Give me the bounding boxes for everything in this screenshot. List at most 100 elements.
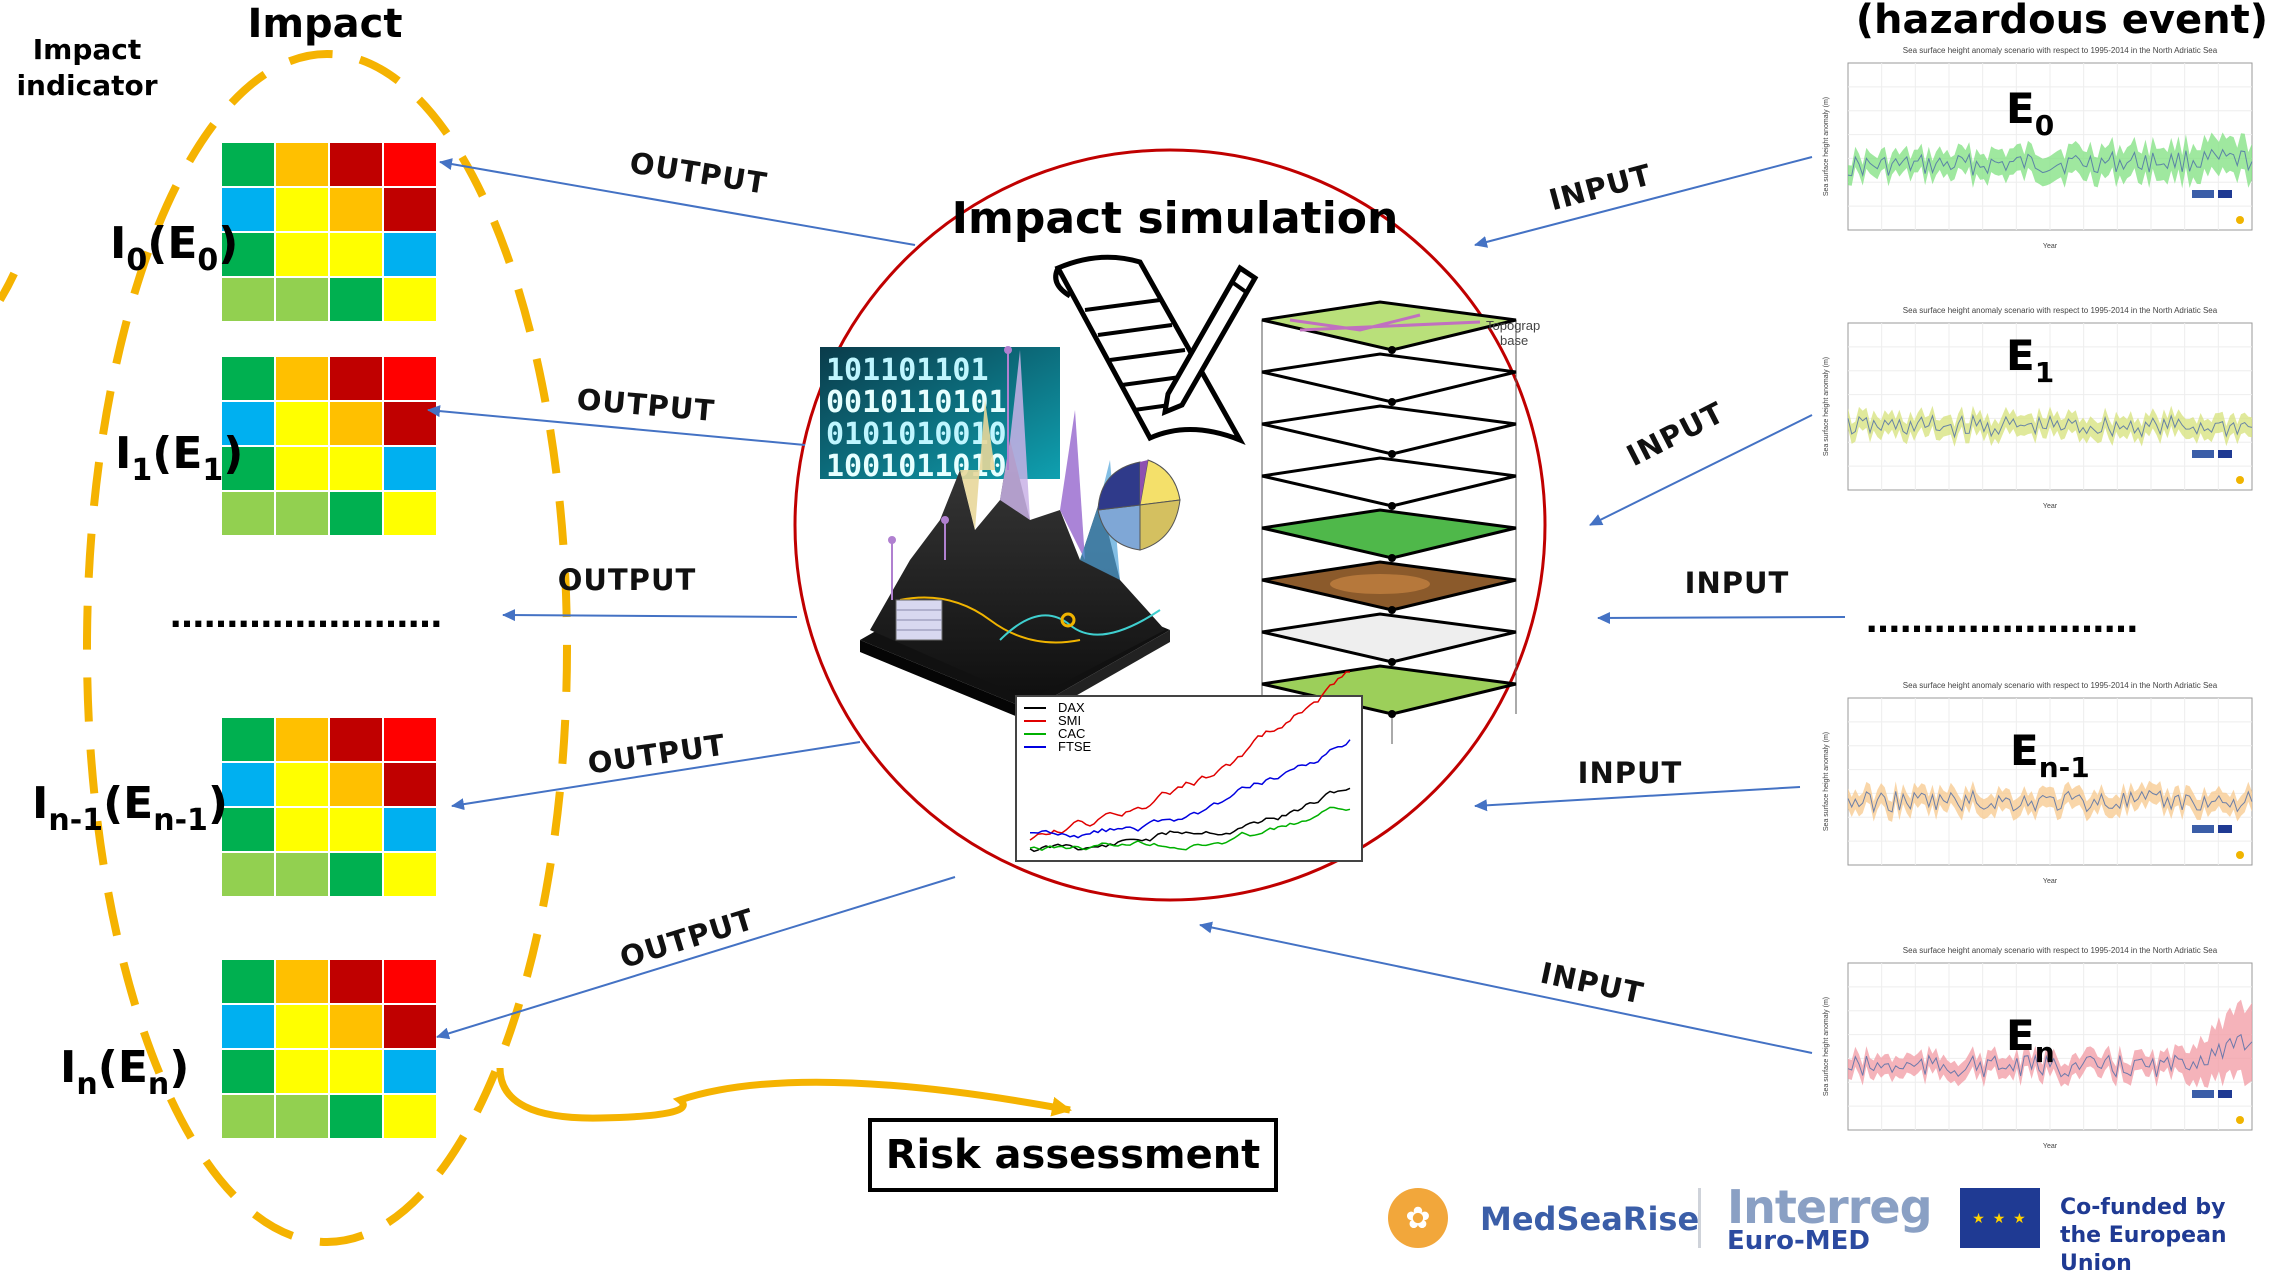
right-ellipsis: …………………… [1866, 601, 2138, 641]
euromed-logo-text: Euro-MED [1727, 1226, 1870, 1256]
event-chart-title: Sea surface height anomaly scenario with… [1903, 46, 2218, 55]
input-label-2: INPUT [1685, 566, 1790, 600]
input-arrow-0 [1474, 156, 1813, 248]
grid-cell [222, 402, 274, 445]
output-arrow-1 [427, 405, 806, 446]
grid-cell [222, 447, 274, 490]
gis-layer [1261, 404, 1517, 456]
output-label-2: OUTPUT [558, 563, 697, 597]
impact-grid-3 [222, 960, 436, 1138]
grid-cell [276, 357, 328, 400]
grid-cell [330, 763, 382, 806]
output-label-3: OUTPUT [586, 728, 728, 781]
input-label-4: INPUT [1537, 956, 1646, 1011]
medsearise-name: MedSeaRise [1480, 1200, 1700, 1238]
row-label-n: In(En) [60, 1042, 189, 1102]
output-label-0: OUTPUT [627, 145, 769, 200]
map-label-base: base [1500, 333, 1528, 348]
grid-cell [276, 853, 328, 896]
svg-text:Sea surface height anomaly (m): Sea surface height anomaly (m) [1823, 357, 1830, 456]
svg-text:Sea surface height anomaly (m): Sea surface height anomaly (m) [1823, 997, 1830, 1096]
row-label-n-1: In-1(En-1) [32, 778, 228, 838]
svg-text:0010110101: 0010110101 [826, 385, 1007, 420]
event-chart-1: Sea surface height anomaly scenario with… [1818, 305, 2262, 520]
svg-text:1001011010: 1001011010 [826, 449, 1007, 484]
row-label-1: I1(E1) [115, 428, 243, 488]
grid-cell [384, 763, 436, 806]
input-arrow-1 [1589, 414, 1813, 526]
grid-cell [384, 1005, 436, 1048]
svg-text:Year: Year [2043, 1143, 2058, 1150]
grid-cell [384, 402, 436, 445]
grid-cell [222, 960, 274, 1003]
svg-text:0101010010: 0101010010 [826, 417, 1007, 452]
gis-layer [1261, 612, 1517, 664]
grid-cell [384, 447, 436, 490]
svg-text:Year: Year [2043, 503, 2058, 510]
grid-cell [330, 447, 382, 490]
svg-text:In-1(En-1): In-1(En-1) [32, 778, 228, 838]
output-arrow-4 [436, 876, 956, 1040]
impact-simulation-circle [793, 148, 1547, 902]
output-label-4: OUTPUT [616, 902, 758, 975]
grid-cell [222, 808, 274, 851]
grid-cell [276, 492, 328, 535]
event-chart-title: Sea surface height anomaly scenario with… [1903, 681, 2218, 690]
grid-cell [330, 1095, 382, 1138]
stock-series-line [1029, 671, 1350, 841]
grid-cell [384, 718, 436, 761]
svg-text:Sea surface height anomaly (m): Sea surface height anomaly (m) [1823, 97, 1830, 196]
gis-layer [1261, 352, 1517, 404]
map-label-topography: Topograp [1486, 318, 1540, 333]
grid-cell [330, 960, 382, 1003]
left-ellipsis: …………………… [170, 596, 442, 636]
grid-cell [222, 1005, 274, 1048]
grid-cell [330, 233, 382, 276]
document-pencil-icon [1053, 254, 1259, 445]
grid-cell [222, 763, 274, 806]
cofunded-line2: the European Union [2060, 1223, 2227, 1276]
grid-cell [330, 1005, 382, 1048]
grid-cell [330, 188, 382, 231]
footer-divider [1698, 1188, 1701, 1248]
grid-cell [384, 188, 436, 231]
impact-grids [222, 143, 436, 1138]
output-arrow-0 [439, 158, 916, 246]
impact-grid-2 [222, 718, 436, 896]
grid-cell [384, 1095, 436, 1138]
grid-cell [276, 1050, 328, 1093]
event-chart-3: Sea surface height anomaly scenario with… [1818, 945, 2262, 1160]
svg-text:Sea surface height anomaly (m): Sea surface height anomaly (m) [1823, 732, 1830, 831]
grid-cell [276, 718, 328, 761]
funding-footer: ✿ MedSeaRise Interreg Euro-MED ★ ★ ★ Co-… [1380, 1180, 2272, 1276]
grid-cell [384, 278, 436, 321]
impact-grid-0 [222, 143, 436, 321]
grid-cell [384, 1050, 436, 1093]
svg-text:In(En): In(En) [60, 1042, 189, 1102]
grid-cell [276, 278, 328, 321]
grid-cell [276, 447, 328, 490]
stock-legend-label: DAX [1058, 700, 1085, 715]
grid-cell [330, 278, 382, 321]
risk-assessment-arrow [496, 1067, 1072, 1122]
stock-series-line [1029, 806, 1351, 852]
grid-cell [384, 808, 436, 851]
terrain-analytics-illustration [860, 346, 1170, 722]
impact-grid-1 [222, 357, 436, 535]
grid-cell [276, 402, 328, 445]
impact-dashed-ellipse [83, 50, 571, 1246]
input-arrow-4 [1199, 921, 1813, 1054]
output-label-1: OUTPUT [575, 382, 716, 428]
input-arrow-3 [1474, 786, 1801, 812]
event-label-1: E1 [2006, 331, 2054, 389]
event-chart-2: Sea surface height anomaly scenario with… [1818, 680, 2262, 895]
svg-text:101101101: 101101101 [826, 353, 989, 388]
stock-legend-label: SMI [1058, 713, 1081, 728]
grid-cell [384, 233, 436, 276]
grid-cell [276, 808, 328, 851]
impact-indicator-label-line2: indicator [16, 69, 157, 102]
gis-layer [1261, 508, 1517, 560]
medsearise-logo-icon: ✿ [1388, 1188, 1448, 1248]
grid-cell [222, 1095, 274, 1138]
grid-cell [330, 1050, 382, 1093]
